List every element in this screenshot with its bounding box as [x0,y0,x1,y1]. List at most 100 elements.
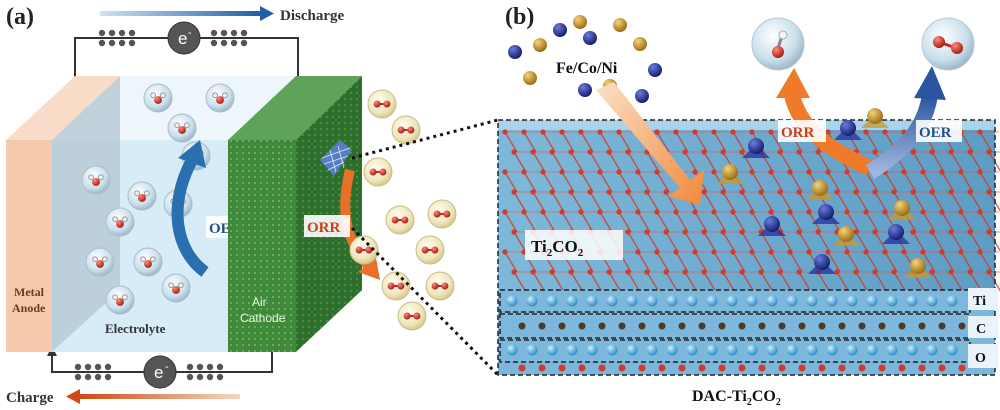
oxygen-atom [796,229,802,235]
o2-molecule-bubble [391,115,421,145]
electron-dot [128,39,136,47]
bond [551,191,565,213]
bond [941,211,955,233]
bond [513,191,527,213]
oxygen-atom [578,169,584,175]
oxygen-atom [568,269,574,275]
water-molecule-bubble [205,83,235,113]
discharge-arrow [100,6,274,21]
oxygen-atom [977,209,983,215]
fe-atom [840,120,856,136]
bond [846,251,860,273]
oxygen-atom [511,269,517,275]
oxygen-atom [738,364,746,372]
ti-atom [906,295,918,307]
oxygen-atom [701,189,707,195]
carbon-atom [878,322,886,330]
oxygen-atom [918,364,926,372]
bond [675,211,689,233]
orr-label-a: ORR [307,220,341,236]
carbon-atom [758,322,766,330]
bond [817,231,831,253]
bond [979,211,993,233]
bond [589,271,603,293]
oxygen-atom [663,189,669,195]
bond [874,231,888,253]
bond [523,131,537,153]
oxygen-atom [872,269,878,275]
bond [779,151,793,173]
ti-atom [946,295,958,307]
electron-dot [74,363,82,371]
bond [950,191,964,213]
water-molecule-bubble [85,247,115,277]
electron-dot [104,373,112,381]
dac-caption: DAC-Ti2CO2 [692,388,781,408]
top-electron-sup: - [188,27,192,39]
deposition-arrow [596,82,704,205]
oxygen-atom [692,129,698,135]
oxygen-atom [730,129,736,135]
bond [570,151,584,173]
oxygen-atom [910,189,916,195]
oxygen-atom [511,189,517,195]
bond [599,171,613,193]
oxygen-atom [644,189,650,195]
carbon-atom [618,322,626,330]
electron-dot [240,29,248,37]
oxygen-atom [654,169,660,175]
oxygen-atom [720,149,726,155]
oxygen-atom [739,229,745,235]
bond [836,271,850,293]
bond [599,131,613,153]
oxygen-atom [825,129,831,135]
carbon-atom [938,322,946,330]
bond [931,231,945,253]
oxygen-atom [663,229,669,235]
oxygen-atom [863,129,869,135]
oxygen-atom [796,149,802,155]
oer-up-arrow [865,93,938,179]
oxygen-atom [825,169,831,175]
electron-dot [94,363,102,371]
bond [694,211,708,233]
layer-label-c: C [976,322,986,337]
oxygen-atom [540,169,546,175]
oxygen-atom [606,149,612,155]
bond [741,151,755,173]
ti-atom [586,344,598,356]
oxygen-atom [777,149,783,155]
oxygen-atom [587,149,593,155]
oxygen-atom [768,209,774,215]
oxygen-atom [806,209,812,215]
bond [637,251,651,273]
carbon-atom [858,322,866,330]
bond [922,251,936,273]
layer-label-o: O [975,351,986,366]
oxygen-atom [597,209,603,215]
water-molecule-bubble [167,113,197,143]
oxygen-atom [891,189,897,195]
bond [969,231,983,253]
co-atom [894,200,910,216]
top-electron-circle [167,21,201,55]
bond [532,151,546,173]
electron-dot [210,39,218,47]
oxygen-atom [834,189,840,195]
electron-dot [216,363,224,371]
electron-dot [84,363,92,371]
oxygen-atom [638,364,646,372]
oxygen-atom [929,189,935,195]
bond [694,131,708,153]
oxygen-atom [758,189,764,195]
water-molecule-bubble [127,181,157,211]
oxygen-atom [698,364,706,372]
bond [675,131,689,153]
ti-atom [786,344,798,356]
oxygen-atom [540,129,546,135]
surface-dual-atoms [716,108,932,278]
oxygen-atom [787,249,793,255]
oxygen-atom [673,209,679,215]
oxygen-atom [549,189,555,195]
oxygen-atom [658,364,666,372]
